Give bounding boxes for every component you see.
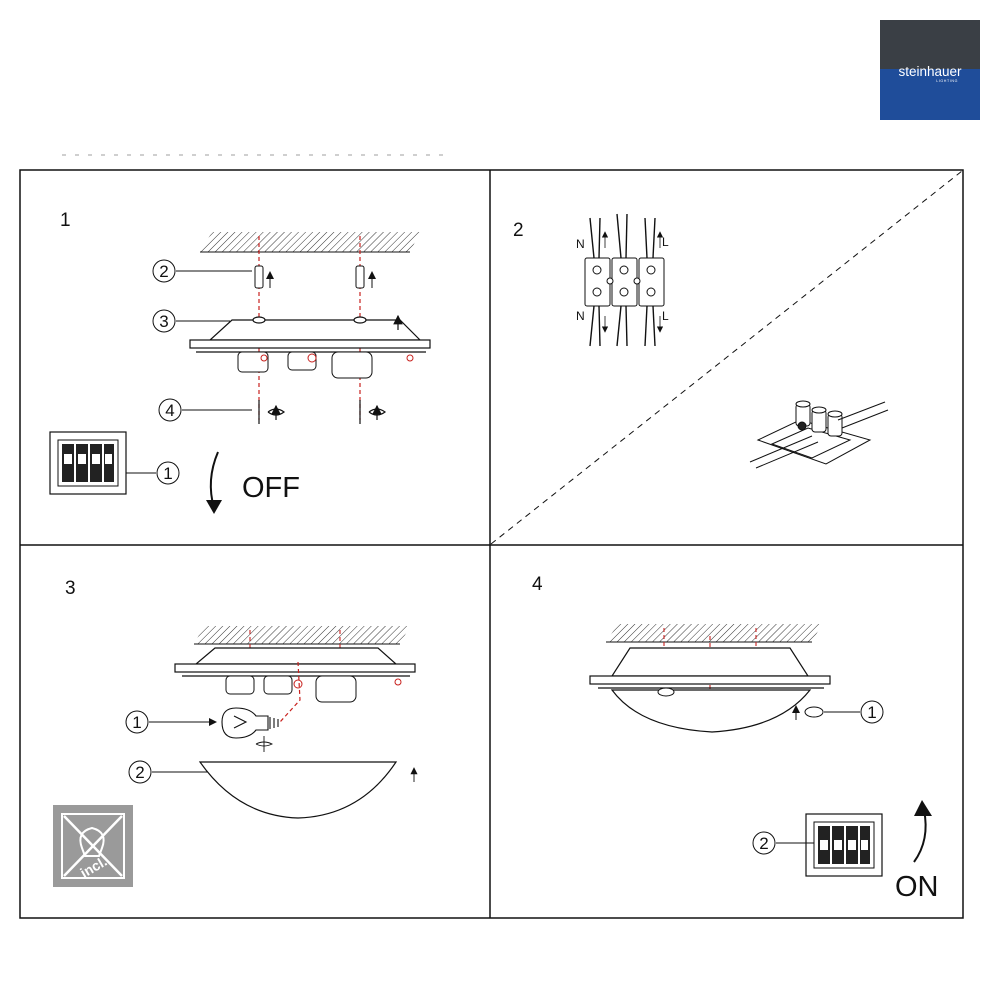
wall-anchor-icon — [254, 265, 376, 289]
arrow-on-icon — [913, 800, 932, 863]
step-1-number: 1 — [60, 210, 71, 231]
callout-anchor: 2 — [152, 259, 252, 283]
svg-text:4: 4 — [165, 401, 174, 420]
on-label: ON — [895, 871, 939, 903]
diagonal-separator — [490, 170, 963, 545]
panel-grid — [19, 169, 964, 919]
callout-bulb: 1 — [125, 710, 217, 734]
bulb-not-included-icon: incl. — [53, 805, 133, 887]
svg-text:1: 1 — [163, 464, 172, 483]
callout-screw: 1 — [824, 700, 884, 724]
light-bulb-icon — [221, 707, 279, 739]
svg-text:2: 2 — [135, 763, 144, 782]
lamp-sockets — [237, 351, 414, 379]
fixture-base — [589, 647, 831, 689]
logo-top-band — [880, 20, 980, 69]
panel-step-3: 3 — [53, 578, 418, 887]
callout-diffuser: 2 — [128, 760, 208, 784]
callout-screw: 4 — [158, 398, 252, 422]
ceiling-hatch — [200, 232, 420, 253]
ceiling-hatch — [606, 624, 822, 643]
logo-tagline: LIGHTING — [936, 79, 958, 83]
wires — [589, 213, 656, 347]
svg-text:2: 2 — [759, 834, 768, 853]
rotate-icon — [255, 736, 274, 752]
logo-bottom-band — [880, 69, 980, 120]
panel-step-1: 1 — [49, 210, 431, 514]
svg-text:1: 1 — [867, 703, 876, 722]
step-3-number: 3 — [65, 578, 76, 599]
callout-switch: 1 — [126, 461, 180, 485]
panel-step-2: 2 — [490, 170, 963, 545]
svg-text:1: 1 — [132, 713, 141, 732]
off-label: OFF — [242, 472, 300, 504]
logo-wordmark: steinhauer — [898, 64, 962, 79]
steinhauer-logo: steinhauer LIGHTING — [880, 20, 980, 120]
diffuser-bowl — [198, 761, 418, 819]
svg-text:2: 2 — [159, 262, 168, 281]
switch-icon — [805, 813, 883, 877]
drill-guides — [249, 630, 341, 662]
callout-switch: 2 — [752, 831, 814, 855]
fixture-base — [174, 647, 416, 677]
fixture-base — [189, 314, 431, 353]
wire-label-l-top: L — [662, 235, 669, 249]
step-4-number: 4 — [532, 574, 543, 595]
bulb-guide — [279, 661, 301, 723]
arrow-off-icon — [206, 451, 222, 514]
lamp-sockets — [225, 675, 402, 703]
screw-icon — [792, 705, 824, 720]
terminal-block-perspective-icon — [749, 400, 889, 469]
panel-step-4: 4 1 — [532, 574, 939, 903]
wire-label-n-bottom: N — [576, 309, 585, 323]
diffuser-bowl — [610, 687, 812, 733]
svg-text:3: 3 — [159, 312, 168, 331]
wire-arrows — [601, 231, 664, 333]
step-2-number: 2 — [513, 220, 524, 241]
terminal-block-icon — [584, 257, 665, 307]
wire-label-l-bottom: L — [662, 309, 669, 323]
switch-icon — [49, 431, 127, 495]
wire-label-n-top: N — [576, 237, 585, 251]
screw-icon — [258, 400, 387, 424]
callout-base: 3 — [152, 309, 230, 333]
ceiling-hatch — [194, 626, 410, 645]
